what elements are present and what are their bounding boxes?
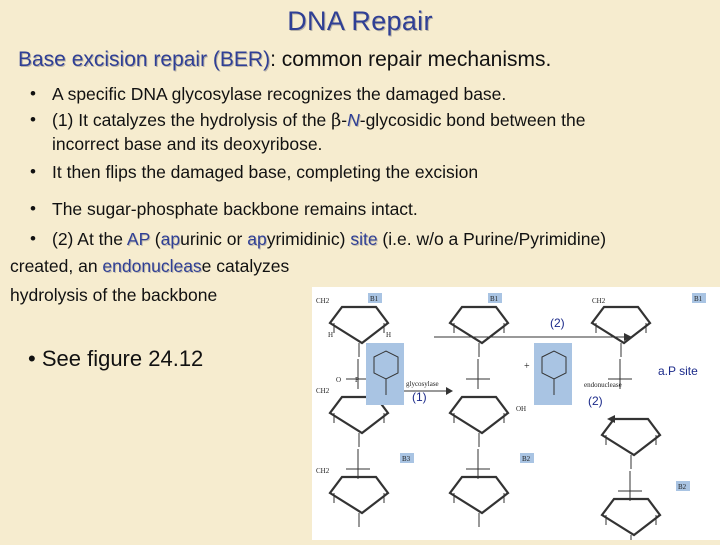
base-b2-label: B2 — [678, 483, 687, 491]
phosphate-col1-b — [345, 448, 371, 480]
bullet-backbone-hydrolysis: hydrolysis of the backbone — [10, 285, 218, 305]
enzyme-glycosylase: glycosylase — [406, 380, 439, 388]
nucleotide-col2-mid: OH — [448, 395, 526, 449]
bullet-ap-site: (2) At the AP (apurinic or apyrimidinic)… — [52, 229, 607, 249]
nucleotide-col1-mid: CH2 — [316, 387, 390, 449]
bullet-glycosylase: A specific DNA glycosylase recognizes th… — [52, 84, 507, 104]
phosphate-col3-b — [617, 470, 643, 502]
bullet-hydrolysis-dash: - — [341, 110, 348, 130]
p-label: P — [355, 376, 359, 384]
enzyme-endonuclease: endonuclease — [584, 381, 622, 389]
arrow-step1-head — [446, 387, 453, 395]
ap-urinic: urinic or — [180, 229, 248, 249]
beta-symbol: β — [331, 111, 342, 131]
endo-a: created, an — [10, 256, 103, 276]
slide-subtitle: Base excision repair (BER): common repai… — [18, 48, 551, 72]
see-figure-text: See figure 24.12 — [41, 346, 204, 371]
ap-site-label: a.P site — [658, 364, 698, 378]
ap-abbrev: AP — [126, 229, 150, 249]
nucleotide-col3-mid — [600, 417, 662, 471]
bullet-hydrolysis-line2: incorrect base and its deoxyribose. — [52, 134, 323, 154]
arrow-top-head — [624, 333, 632, 341]
bullet-marker: • — [30, 110, 36, 129]
ap-ap1: ap — [160, 229, 181, 249]
base-b1-label: B1 — [694, 295, 703, 303]
phosphate-col2 — [465, 358, 491, 390]
ap-paren: ( — [149, 229, 161, 249]
nucleotide-col2-top: B1 — [448, 293, 510, 359]
base-b1-label: B1 — [490, 295, 499, 303]
bullet-marker: • — [30, 199, 36, 218]
ch2-label: CH2 — [316, 467, 330, 475]
step2-label: (2) — [588, 394, 603, 408]
nucleotide-col3-top: CH2 B1 — [590, 293, 706, 359]
bullet-backbone-intact: The sugar-phosphate backbone remains int… — [52, 199, 418, 219]
base-b3-label: B3 — [402, 455, 411, 463]
top-label: (2) — [550, 316, 565, 330]
ber-figure: B1 CH2 H H O P O⁻ CH2 B3 CH2 glycosylase… — [312, 287, 720, 545]
ap-site-word: site — [350, 229, 378, 249]
bullet-marker: • — [30, 162, 36, 181]
ap-rest: (i.e. w/o a Purine/Pyrimidine) — [377, 229, 607, 249]
free-base — [534, 343, 572, 405]
nitrogen-n: N — [347, 110, 360, 130]
bullet-hydrolysis-a: (1) It catalyzes the hydrolysis of the — [52, 110, 332, 130]
ap-yrim: yrimidinic) — [266, 229, 351, 249]
ch2-label: CH2 — [316, 387, 330, 395]
ch2-label: CH2 — [592, 297, 606, 305]
endo-b: e catalyzes — [201, 256, 290, 276]
bullet-marker: • — [30, 84, 36, 103]
bullet-hydrolysis: (1) It catalyzes the hydrolysis of the β… — [52, 110, 586, 131]
phosphate-col2-b — [465, 448, 491, 480]
ap-a: (2) At the — [52, 229, 127, 249]
subtitle-ber: Base excision repair (BER) — [18, 48, 271, 71]
endonuclease-word: endonucleas — [102, 256, 202, 276]
bullet-marker: • — [28, 346, 36, 371]
bullet-hydrolysis-b: -glycosidic bond between the — [359, 110, 586, 130]
bullet-endonuclease: created, an endonuclease catalyzes — [10, 256, 290, 276]
see-figure: • See figure 24.12 — [28, 346, 203, 372]
ap-ap2: ap — [247, 229, 267, 249]
step1-label: (1) — [412, 390, 427, 404]
nucleotide-col3-bot: B2 — [600, 481, 690, 545]
plus-sign: + — [524, 361, 530, 372]
oh-label: OH — [516, 405, 526, 413]
h-label: H — [386, 331, 391, 339]
base-b2-label: B2 — [522, 455, 531, 463]
damaged-base-col1 — [366, 343, 404, 405]
nucleotide-col1-bot: B3 CH2 — [316, 453, 414, 529]
ch2-label: CH2 — [316, 297, 330, 305]
base-b1-label: B1 — [370, 295, 379, 303]
subtitle-rest: : common repair mechanisms. — [270, 48, 552, 71]
h-label: H — [328, 331, 333, 339]
slide-title: DNA Repair — [287, 6, 433, 36]
o-label: O — [336, 376, 341, 384]
bullet-marker: • — [30, 229, 36, 248]
ber-diagram: B1 CH2 H H O P O⁻ CH2 B3 CH2 glycosylase… — [316, 293, 706, 545]
nucleotide-col1-top: B1 CH2 H H — [316, 293, 391, 359]
bullet-flip: It then flips the damaged base, completi… — [52, 162, 479, 182]
nucleotide-col2-bot: B2 — [448, 453, 534, 529]
